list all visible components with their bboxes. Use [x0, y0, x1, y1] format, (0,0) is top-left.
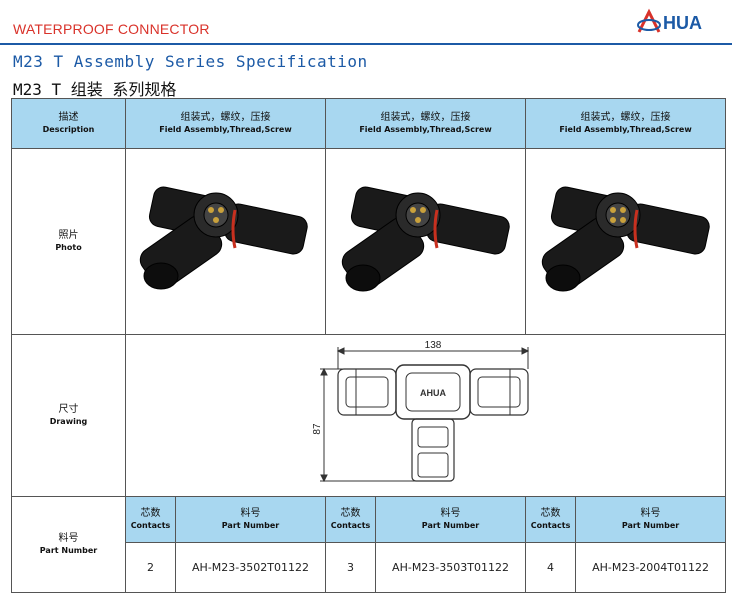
drawing-label-en: Drawing	[49, 417, 88, 426]
partnum-header: 料号 Part Number	[575, 496, 727, 543]
product-photo-cell	[325, 148, 527, 335]
partnum-header: 料号 Part Number	[375, 496, 527, 543]
photo-label-cell: 照片 Photo	[11, 148, 126, 335]
column-header-en: Field Assembly,Thread,Screw	[159, 125, 292, 134]
contacts-header: 芯数 Contacts	[125, 496, 176, 543]
column-header: 组装式，螺纹，压接 Field Assembly,Thread,Screw	[525, 98, 727, 149]
svg-text:HUA: HUA	[663, 13, 702, 33]
partnum-header-en: Part Number	[621, 521, 680, 530]
column-header-en: Field Assembly,Thread,Screw	[359, 125, 492, 134]
contacts-header-en: Contacts	[530, 521, 571, 530]
contacts-value: 3	[325, 542, 377, 593]
section-title: WATERPROOF CONNECTOR	[13, 21, 210, 37]
column-header-en: Field Assembly,Thread,Screw	[559, 125, 692, 134]
width-dimension: 138	[424, 340, 441, 351]
spec-table: 描述 Description 组装式，螺纹，压接 Field Assembly,…	[11, 98, 727, 593]
partnum-header-en: Part Number	[421, 521, 480, 530]
column-header: 组装式，螺纹，压接 Field Assembly,Thread,Screw	[124, 98, 327, 149]
table-header-row: 描述 Description 组装式，螺纹，压接 Field Assembly,…	[11, 98, 727, 149]
contacts-header-zh: 芯数	[340, 508, 361, 519]
contacts-value: 4	[525, 542, 577, 593]
product-photo	[541, 186, 710, 291]
partnum-header-en: Part Number	[221, 521, 280, 530]
contacts-header: 芯数 Contacts	[325, 496, 377, 543]
product-photo-cell	[525, 148, 727, 335]
part-number-value: AH-M23-3502T01122	[174, 542, 327, 593]
desc-label-en: Description	[42, 125, 95, 134]
part-number-value: AH-M23-3503T01122	[375, 542, 527, 593]
part-data-row: 2 AH-M23-3502T01122 3 AH-M23-3503T01122 …	[12, 542, 727, 593]
contacts-header-zh: 芯数	[140, 508, 161, 519]
partnum-header-zh: 料号	[440, 508, 461, 519]
part-number-value: AH-M23-2004T01122	[575, 542, 727, 593]
part-label-zh: 料号	[58, 533, 79, 544]
contacts-header-zh: 芯数	[540, 508, 561, 519]
photo-row: 照片 Photo	[11, 148, 727, 335]
drawing-label-cell: 尺寸 Drawing	[11, 334, 126, 497]
desc-header-cell: 描述 Description	[11, 98, 126, 149]
column-header-zh: 组装式，螺纹，压接	[180, 112, 271, 123]
drawing-row: 尺寸 Drawing	[11, 334, 727, 497]
partnum-header-zh: 料号	[240, 508, 261, 519]
drawing-label-zh: 尺寸	[58, 404, 79, 415]
contacts-header-en: Contacts	[130, 521, 171, 530]
column-header-zh: 组装式，螺纹，压接	[580, 112, 671, 123]
product-photo	[341, 186, 510, 291]
ahua-logo: HUA	[637, 8, 702, 33]
contacts-header: 芯数 Contacts	[525, 496, 577, 543]
part-label-cell: 料号 Part Number	[11, 496, 126, 593]
drawing-logo: AHUA	[420, 388, 446, 398]
height-dimension: 87	[312, 423, 323, 435]
desc-label-zh: 描述	[58, 112, 79, 123]
partnum-header: 料号 Part Number	[174, 496, 327, 543]
header-rule	[0, 43, 732, 45]
product-photo	[139, 186, 308, 289]
photo-label-en: Photo	[55, 243, 82, 252]
spec-title-zh: M23 T 组装 系列规格	[13, 80, 177, 99]
spec-title-en: M23 T Assembly Series Specification	[13, 52, 368, 71]
column-header-zh: 组装式，螺纹，压接	[380, 112, 471, 123]
product-photo-cell	[124, 148, 327, 335]
dimension-drawing: AHUA 138 87	[312, 340, 529, 482]
photo-label-zh: 照片	[58, 230, 79, 241]
contacts-header-en: Contacts	[330, 521, 371, 530]
contacts-value: 2	[125, 542, 176, 593]
drawing-cell: AHUA 138 87	[124, 334, 727, 497]
column-header: 组装式，螺纹，压接 Field Assembly,Thread,Screw	[325, 98, 527, 149]
logo-a-icon	[637, 8, 661, 33]
part-label-en: Part Number	[39, 546, 98, 555]
partnum-header-zh: 料号	[640, 508, 661, 519]
